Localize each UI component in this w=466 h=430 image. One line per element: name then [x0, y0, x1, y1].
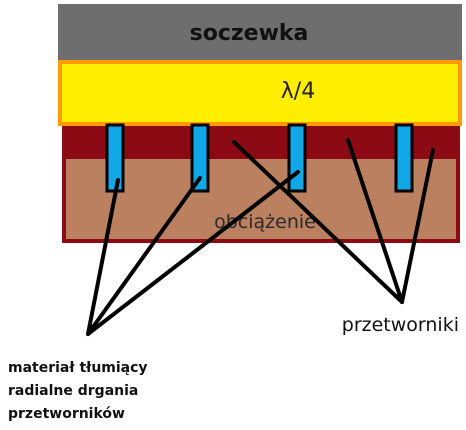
damping-label-line-2: radialne drgania: [8, 383, 138, 399]
transducer-element-4: [394, 123, 414, 193]
dark-band: [62, 124, 460, 157]
backing-label: obciążenie: [214, 211, 316, 233]
quarter-wave-label: λ/4: [281, 79, 315, 104]
damping-callout-lines: [86, 170, 300, 336]
backing-layer: [62, 155, 460, 243]
transducer-element-1: [105, 123, 125, 193]
damping-label-line-3: przetworników: [8, 406, 125, 422]
transducer-callout-lines: [232, 138, 435, 304]
transducers-label: przetworniki: [342, 314, 459, 336]
damping-label: materiał tłumiący radialne drgania przet…: [8, 360, 148, 422]
damping-label-line-1: materiał tłumiący: [8, 360, 148, 376]
lens-label: soczewka: [190, 21, 309, 46]
transducer-element-3: [287, 123, 307, 193]
transducer-element-2: [190, 123, 210, 193]
lens-layer: [58, 4, 462, 60]
quarter-wave-layer: [58, 60, 462, 126]
